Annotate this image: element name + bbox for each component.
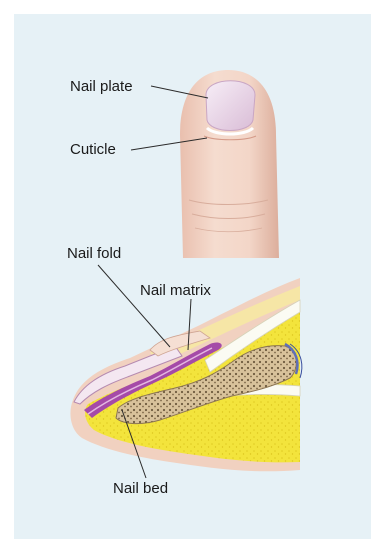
- fingertip-illustration: [180, 70, 279, 258]
- label-nail-matrix: Nail matrix: [140, 282, 211, 299]
- nail-fold-leader: [98, 265, 170, 347]
- label-nail-plate: Nail plate: [70, 78, 133, 95]
- label-nail-bed: Nail bed: [113, 480, 168, 497]
- label-cuticle: Cuticle: [70, 141, 116, 158]
- label-nail-fold: Nail fold: [67, 245, 121, 262]
- cross-section-illustration: [70, 278, 301, 471]
